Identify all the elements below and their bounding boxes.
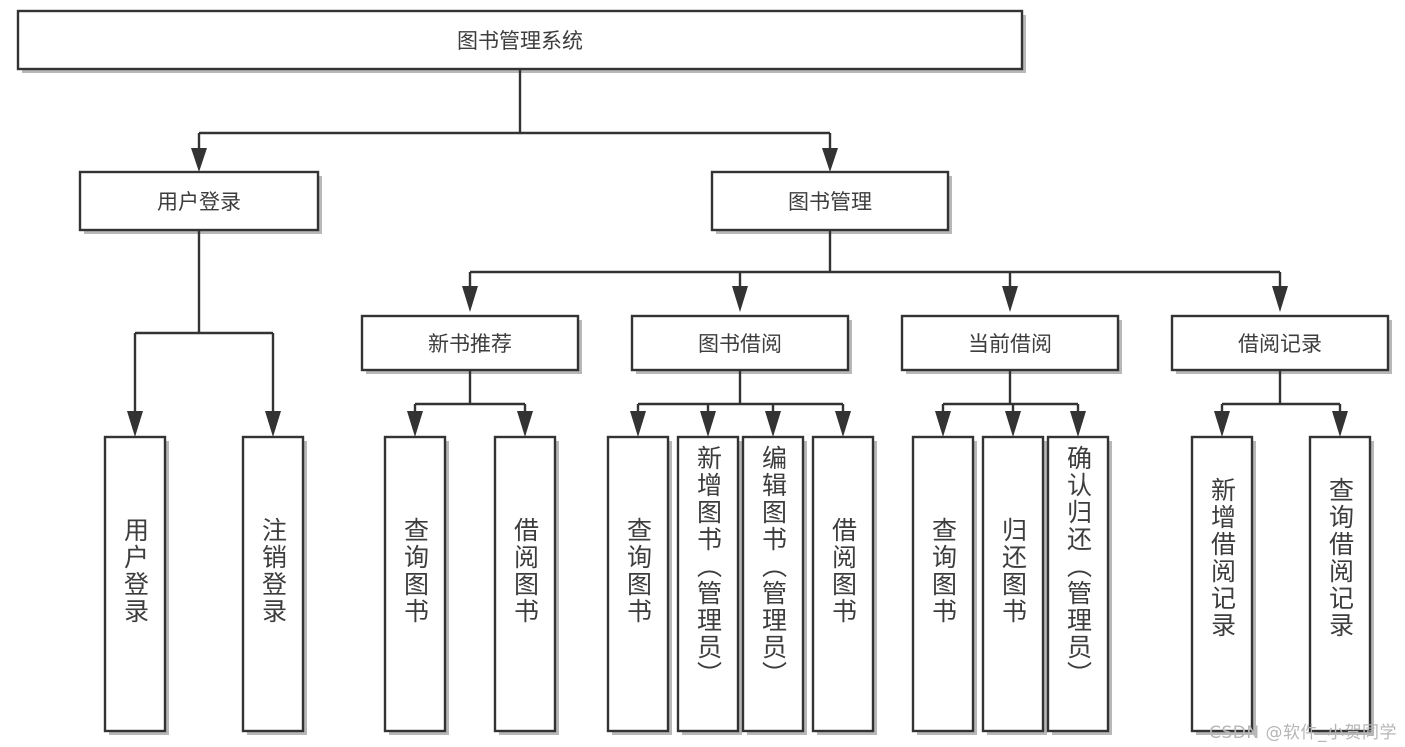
arrowhead-icon: [1214, 411, 1230, 437]
arrowhead-icon: [822, 148, 838, 172]
connector-current-borrow-to-leaves: [935, 370, 1086, 437]
arrowhead-icon: [732, 286, 748, 312]
connector-book-management-to-level3: [462, 230, 1288, 312]
arrowhead-icon: [265, 411, 281, 437]
node-user-login-box: [78, 170, 320, 232]
arrowhead-icon: [191, 148, 207, 172]
arrowhead-icon: [462, 286, 478, 312]
arrowhead-icon: [1005, 411, 1021, 437]
arrowhead-icon: [1332, 411, 1348, 437]
node-current-borrow-label: 当前借阅: [968, 332, 1052, 356]
leaf-borrow-record-1[interactable]: [1308, 435, 1374, 735]
node-new-book-recommend[interactable]: 新书推荐: [360, 314, 582, 374]
node-book-borrow-label: 图书借阅: [698, 332, 782, 356]
leaf-box: [1046, 435, 1110, 733]
connector-user-login-to-leaves: [127, 230, 281, 437]
connector-new-book-recommend-to-leaves: [407, 370, 533, 437]
node-new-book-recommend-label: 新书推荐: [428, 332, 512, 356]
arrowhead-icon: [407, 411, 423, 437]
leaf-user-login-0[interactable]: [103, 435, 169, 735]
arrowhead-icon: [127, 411, 143, 437]
node-borrow-record-box: [1170, 314, 1390, 372]
leaf-box: [493, 435, 557, 733]
leaf-current-borrow-1[interactable]: [981, 435, 1047, 735]
leaf-user-login-1[interactable]: [241, 435, 307, 735]
connector-book-borrow-to-leaves: [630, 370, 851, 437]
arrowhead-icon: [935, 411, 951, 437]
node-borrow-record[interactable]: 借阅记录: [1170, 314, 1392, 374]
node-root-label: 图书管理系统: [457, 29, 583, 53]
node-root-box: [16, 9, 1024, 71]
leaf-box: [241, 435, 305, 733]
leaf-box: [383, 435, 447, 733]
node-root[interactable]: 图书管理系统: [16, 9, 1026, 73]
leaf-book-borrow-1[interactable]: [676, 435, 742, 735]
leaf-box: [103, 435, 167, 733]
arrowhead-icon: [1002, 286, 1018, 312]
leaf-book-borrow-0[interactable]: [606, 435, 672, 735]
arrowhead-icon: [765, 411, 781, 437]
leaf-box: [1308, 435, 1372, 733]
leaf-current-borrow-2[interactable]: [1046, 435, 1112, 735]
arrowhead-icon: [630, 411, 646, 437]
leaf-new-book-recommend-1[interactable]: [493, 435, 559, 735]
leaf-box: [811, 435, 875, 733]
node-book-management-label: 图书管理: [788, 190, 872, 214]
node-user-login-label: 用户登录: [157, 190, 241, 214]
leaf-box: [606, 435, 670, 733]
connector-borrow-record-to-leaves: [1214, 370, 1348, 437]
leaf-book-borrow-2[interactable]: [741, 435, 807, 735]
leaf-book-borrow-3[interactable]: [811, 435, 877, 735]
leaf-new-book-recommend-0[interactable]: [383, 435, 449, 735]
leaf-box: [676, 435, 740, 733]
arrowhead-icon: [1070, 411, 1086, 437]
node-new-book-recommend-box: [360, 314, 580, 372]
connector-root-to-level2: [191, 69, 838, 172]
arrowhead-icon: [700, 411, 716, 437]
leaf-box: [741, 435, 805, 733]
leaf-box: [911, 435, 975, 733]
node-current-borrow[interactable]: 当前借阅: [900, 314, 1122, 374]
arrowhead-icon: [835, 411, 851, 437]
node-borrow-record-label: 借阅记录: [1238, 332, 1322, 356]
node-book-borrow[interactable]: 图书借阅: [630, 314, 852, 374]
leaf-current-borrow-0[interactable]: [911, 435, 977, 735]
node-user-login[interactable]: 用户登录: [78, 170, 322, 234]
node-current-borrow-box: [900, 314, 1120, 372]
arrowhead-icon: [517, 411, 533, 437]
arrowhead-icon: [1272, 286, 1288, 312]
leaf-borrow-record-0[interactable]: [1190, 435, 1256, 735]
leaf-box: [981, 435, 1045, 733]
node-book-management[interactable]: 图书管理: [710, 170, 952, 234]
leaf-box: [1190, 435, 1254, 733]
